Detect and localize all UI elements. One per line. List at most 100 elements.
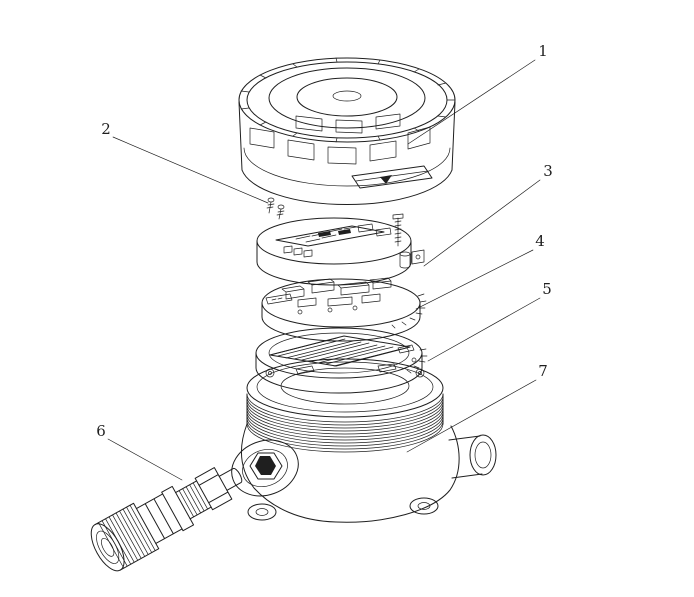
cover-lower-slots [249,126,431,165]
leader-line-7 [406,379,537,453]
screw-a-shaft [266,201,275,214]
screw-b-shaft [276,208,285,220]
callout-label-7: 7 [538,362,548,380]
gland-thread-ticks [178,482,208,518]
housing-thread-arcs [246,393,444,453]
lcd-dark-segment-2 [338,229,351,235]
sensor-mesh-hatch [269,337,402,367]
display-connector-blocks [357,223,392,237]
housing-boss-right [415,368,425,378]
gland-collar [161,485,195,532]
sensor-disc-top [255,327,423,379]
right-port-opening [474,441,492,469]
pcb-ic-dot-2 [352,305,358,311]
display-module [256,213,425,286]
leader-line-2 [112,136,269,204]
leader-line-3 [423,179,541,267]
sensor-disc-side [255,352,423,394]
top-cover [238,57,456,206]
housing-opening [280,367,410,405]
leader-line-4 [415,249,534,310]
port-hex-nut [249,452,283,480]
lcd-dark-segment-1 [318,231,331,237]
pcb-disc-side [261,302,421,342]
left-port [231,439,299,497]
housing-rim-outer [246,358,444,418]
cover-center-ring [296,77,398,117]
callout-label-3: 3 [543,162,553,180]
cover-outer-rim [238,57,456,143]
callouts: 1 2 3 4 5 6 7 [96,42,553,481]
pcb-ic-dot-3 [297,309,303,315]
pcb-disc-top [261,278,421,328]
display-screw-shaft [394,217,402,247]
cover-rib-ring [246,61,448,139]
pcb-component-box-4 [369,277,392,290]
display-screw-head [392,213,404,220]
mount-ear-left [247,503,277,521]
pcb-ic-dot-1 [327,307,333,313]
screw-b-head [277,204,285,210]
sensor-screw [411,357,417,363]
cover-bottom-rim [241,169,453,206]
pcb-tooth-ring [391,293,427,329]
sensor-tooth-edge [406,348,428,374]
callout-label-2: 2 [101,120,111,138]
housing-thread-sides [246,393,444,425]
port-hex-hole [255,456,276,475]
display-bracket-hole [415,254,421,260]
callout-label-5: 5 [542,280,552,298]
right-port-neck [448,435,483,479]
right-port-face [469,434,497,476]
cover-center-detail [332,90,362,102]
pcb-component-row [297,293,381,308]
gland-step-barrel [135,493,183,544]
circuit-board [261,277,427,342]
callout-label-6: 6 [96,422,106,440]
housing-rim-inner [256,361,434,413]
housing-boss-left [265,368,275,378]
left-port-opening [242,448,288,488]
display-terminals [283,245,313,258]
pcb-sub-board [265,293,293,305]
sensor-inner-ring [268,332,410,374]
display-bracket [411,249,425,265]
display-disc-side [256,240,412,286]
pcb-component-box-2 [307,278,335,294]
mount-ear-right-hole [417,502,431,510]
cover-right-side [451,101,456,171]
gland-tip [218,467,243,491]
cover-skirt-band [243,147,451,187]
leader-line-1 [407,59,536,145]
display-standoff-top [399,251,411,257]
gland-knurl-lines [98,504,156,569]
housing-body [231,358,497,523]
gland-cap-ring-2 [101,537,115,557]
sensor-module [255,327,428,394]
cover-inner-ring [268,67,426,129]
cover-tab-arrow [380,175,392,184]
mount-ear-right [409,497,439,515]
leader-line-5 [427,297,541,362]
cover-rib-ticks [240,57,456,143]
pcb-component-box-1 [281,285,305,300]
display-standoff [399,253,411,269]
housing-outline [241,423,460,523]
callout-label-4: 4 [535,232,545,250]
housing-boss-right-hole [418,371,422,375]
housing-rim-tabs [295,363,397,375]
cover-tab [351,165,433,189]
cover-left-side [238,101,243,171]
callout-label-1: 1 [538,42,548,60]
housing-boss-left-hole [268,371,272,375]
mount-ear-left-hole [255,508,269,516]
gland-cap-body [94,502,160,571]
leader-line-6 [107,438,183,481]
left-port-face [231,439,299,497]
lcd-window [275,225,385,247]
cover-screws [266,197,285,220]
cover-tab-line [355,170,429,182]
sensor-clip [397,344,415,354]
